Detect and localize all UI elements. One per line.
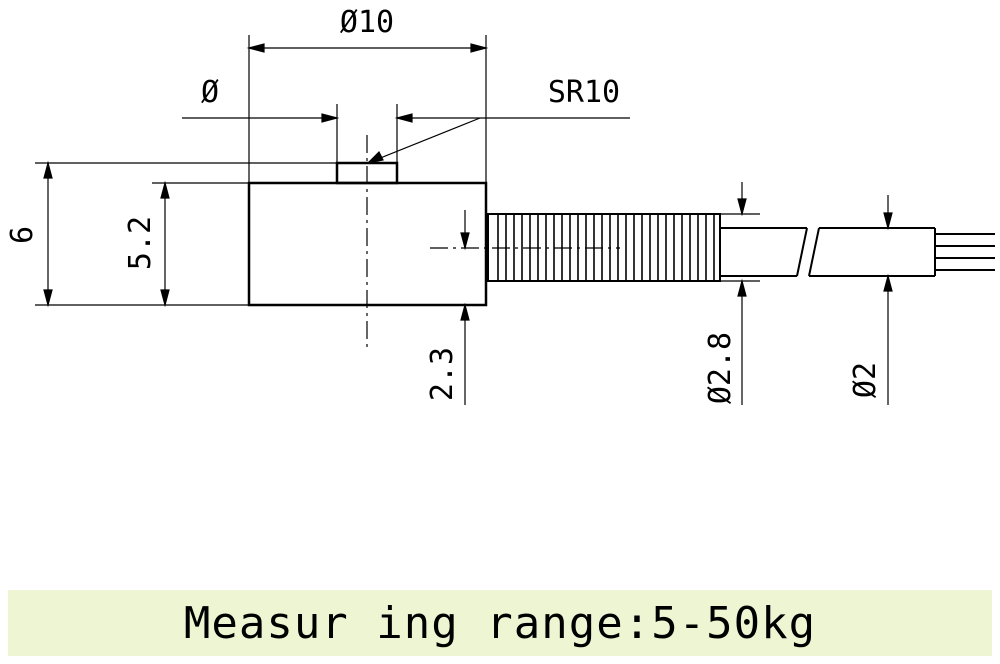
label-sphere-radius: SR10 <box>548 75 620 110</box>
dim-button-diameter <box>182 104 630 163</box>
label-button-diameter: Ø <box>201 75 219 110</box>
label-cable-diameter: Ø2 <box>848 362 883 398</box>
measuring-range-text: Measur ing range:5-50kg <box>183 597 817 649</box>
dim-cable-diameter <box>883 195 893 405</box>
dim-body-height <box>152 180 249 308</box>
label-body-height: 5.2 <box>123 216 158 270</box>
sensor-dimension-drawing: Ø10 Ø SR10 6 5.2 2.3 Ø2.8 Ø2 <box>5 5 995 405</box>
label-total-height: 6 <box>5 226 40 244</box>
label-body-diameter: Ø10 <box>340 5 394 40</box>
spring-sleeve <box>487 213 721 282</box>
lead-wires <box>935 233 995 271</box>
dim-center-offset <box>460 210 470 405</box>
label-center-offset: 2.3 <box>425 347 460 401</box>
cable <box>720 227 936 277</box>
dim-body-diameter <box>246 35 489 183</box>
dim-sleeve-diameter <box>720 182 760 405</box>
dim-total-height <box>35 160 337 308</box>
measuring-range-banner: Measur ing range:5-50kg <box>8 590 992 656</box>
dim-sphere-radius-leader <box>366 117 481 164</box>
label-sleeve-diameter: Ø2.8 <box>703 332 738 404</box>
